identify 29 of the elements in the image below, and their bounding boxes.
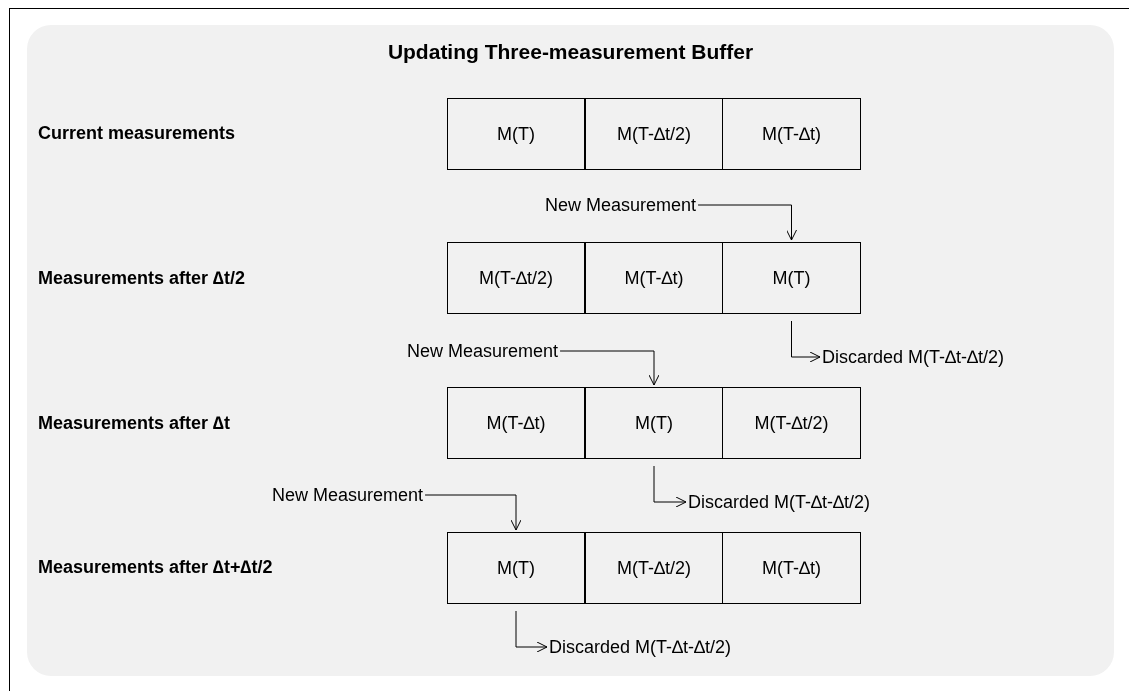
buffer-cell: M(T) [585,387,723,459]
annotation-text: Discarded M(T-∆t-∆t/2) [822,345,1005,369]
buffer-cell: M(T) [447,98,585,170]
connector-arrow [424,494,522,531]
annotation-text: New Measurement [545,193,697,217]
buffer-cell: M(T-∆t) [447,387,585,459]
connector-arrow [515,610,548,653]
row-label: Measurements after ∆t/2 [38,266,246,290]
annotation-text: New Measurement [272,483,424,507]
row-label: Measurements after ∆t+∆t/2 [38,555,273,579]
annotation-text: Discarded M(T-∆t-∆t/2) [688,490,871,514]
buffer-cell: M(T-∆t) [722,98,861,170]
buffer-cell: M(T-∆t) [585,242,723,314]
buffer-cell: M(T) [447,532,585,604]
buffer-cell: M(T) [722,242,861,314]
buffer-cell: M(T-∆t/2) [585,532,723,604]
connector-arrow [559,350,660,386]
connector-arrow [697,204,797,241]
buffer-cell: M(T-∆t) [722,532,861,604]
row-label: Measurements after ∆t [38,411,231,435]
annotation-text: New Measurement [407,339,559,363]
buffer-cell: M(T-∆t/2) [722,387,861,459]
buffer-cell: M(T-∆t/2) [447,242,585,314]
row-label: Current measurements [38,121,236,145]
buffer-cell: M(T-∆t/2) [585,98,723,170]
connector-arrow [791,320,821,363]
title: Updating Three-measurement Buffer [386,39,755,65]
connector-arrow [653,465,687,508]
annotation-text: Discarded M(T-∆t-∆t/2) [549,635,732,659]
